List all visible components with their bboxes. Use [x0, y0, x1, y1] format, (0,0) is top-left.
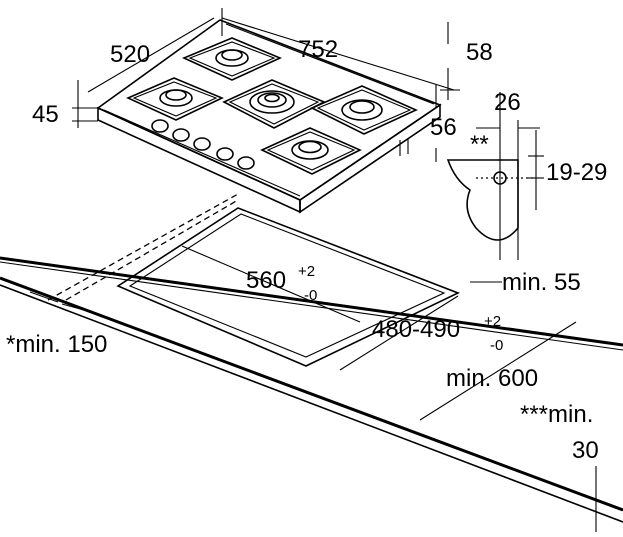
label-detail-clamp: 19-29: [546, 159, 607, 186]
burner-right: [310, 85, 418, 135]
label-hob-height: 45: [32, 101, 59, 128]
label-detail-width: 26: [494, 89, 521, 116]
label-cutout-depth-minus: -0: [490, 337, 503, 354]
label-cutout-width-minus: -0: [304, 287, 317, 304]
hob: [96, 19, 442, 214]
label-min-thickness-value: 30: [572, 437, 599, 464]
label-cutout-width-plus: +2: [298, 263, 315, 280]
label-cutout-width: 560: [246, 267, 286, 294]
control-knobs: [151, 119, 409, 170]
label-min-back: min. 55: [502, 269, 581, 296]
cutout: [47, 193, 461, 367]
label-hob-width: 752: [298, 36, 338, 63]
label-hob-depth: 520: [110, 41, 150, 68]
dimension-lines: [29, 8, 597, 532]
labels: 752 520 45 58 56 26 ** 19-29 560 +2 -0 4…: [6, 36, 607, 464]
burner-front: [260, 127, 362, 175]
label-cutout-depth: 480-490: [372, 316, 460, 343]
label-min-thickness: ***min.: [520, 401, 593, 428]
label-cutout-depth-plus: +2: [484, 313, 501, 330]
label-min-side: *min. 150: [6, 331, 107, 358]
burner-center-wok: [222, 79, 326, 129]
label-detail-marker: **: [470, 131, 489, 158]
clamp-detail: [446, 92, 544, 260]
label-right-height-bottom: 56: [430, 114, 457, 141]
label-right-height-top: 58: [466, 39, 493, 66]
burner-middle-left: [126, 77, 224, 121]
burner-back-left: [182, 37, 282, 81]
label-min-front: min. 600: [446, 365, 538, 392]
